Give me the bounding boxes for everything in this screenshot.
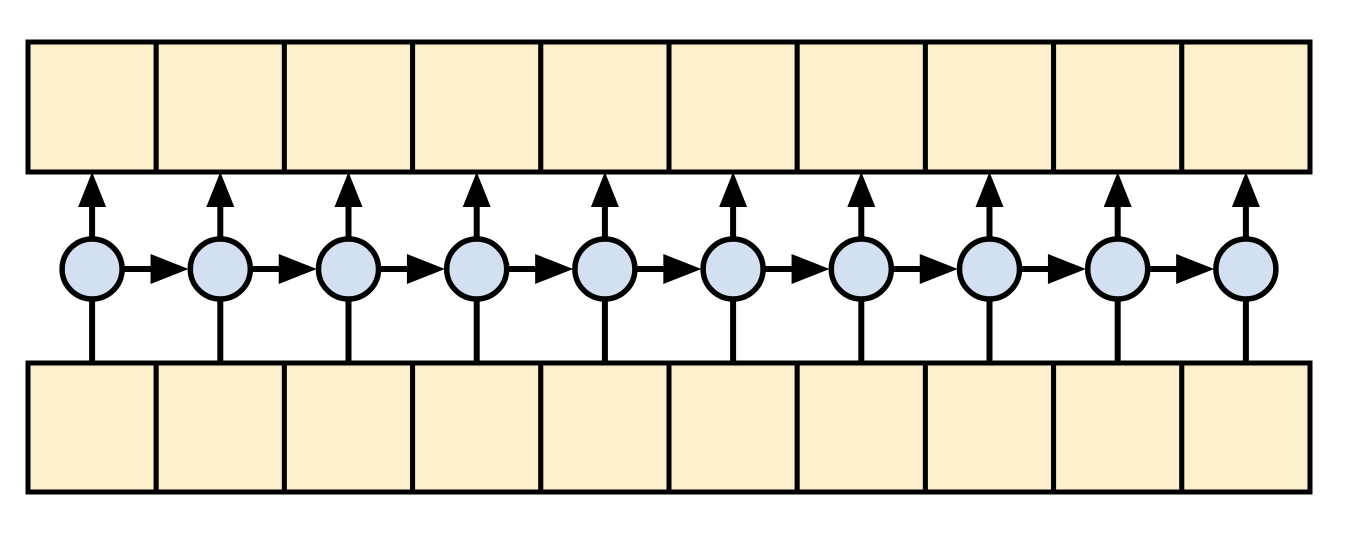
up-arrowhead-icon: [78, 172, 107, 207]
input-cell: [410, 360, 544, 495]
up-arrowhead-icon: [1103, 172, 1132, 207]
hidden-state-circle: [1213, 236, 1279, 302]
up-arrowhead-icon: [975, 172, 1004, 207]
right-arrowhead-icon: [1047, 254, 1086, 284]
output-cell: [410, 39, 544, 175]
up-arrowhead-icon: [334, 172, 363, 207]
output-cell: [922, 39, 1057, 175]
up-arrowhead-icon: [1231, 172, 1260, 207]
input-cell: [538, 360, 672, 495]
hidden-state-circle: [187, 236, 254, 302]
up-arrowhead-icon: [590, 172, 619, 207]
hidden-state-circle: [572, 236, 638, 302]
input-cell: [1051, 360, 1185, 495]
input-cell: [922, 360, 1057, 495]
output-cell: [25, 39, 159, 175]
hidden-state-circle: [1084, 236, 1151, 302]
hidden-state-circle: [443, 236, 510, 302]
hidden-state-circle: [59, 236, 125, 302]
output-cell: [538, 39, 672, 175]
output-cell: [794, 39, 928, 175]
output-cell: [666, 39, 800, 175]
up-arrowhead-icon: [719, 172, 748, 207]
right-arrowhead-icon: [535, 254, 574, 284]
input-cell: [281, 360, 416, 495]
hidden-state-circle: [956, 236, 1023, 302]
output-cell: [281, 39, 416, 175]
up-arrowhead-icon: [847, 172, 876, 207]
output-cell: [153, 39, 287, 175]
hidden-state-circle: [700, 236, 766, 302]
right-arrowhead-icon: [150, 254, 189, 284]
right-arrowhead-icon: [791, 254, 830, 284]
input-cell: [153, 360, 287, 495]
right-arrowhead-icon: [919, 254, 958, 284]
right-arrowhead-icon: [278, 254, 317, 284]
hidden-state-circle: [315, 236, 382, 302]
input-cell: [666, 360, 800, 495]
output-cell: [1051, 39, 1185, 175]
output-cell: [1179, 39, 1313, 175]
up-arrowhead-icon: [206, 172, 235, 207]
right-arrowhead-icon: [663, 254, 702, 284]
hidden-state-circle: [828, 236, 895, 302]
input-cell: [794, 360, 928, 495]
right-arrowhead-icon: [1176, 254, 1215, 284]
right-arrowhead-icon: [406, 254, 445, 284]
input-cell: [25, 360, 159, 495]
input-cell: [1179, 360, 1313, 495]
up-arrowhead-icon: [462, 172, 491, 207]
